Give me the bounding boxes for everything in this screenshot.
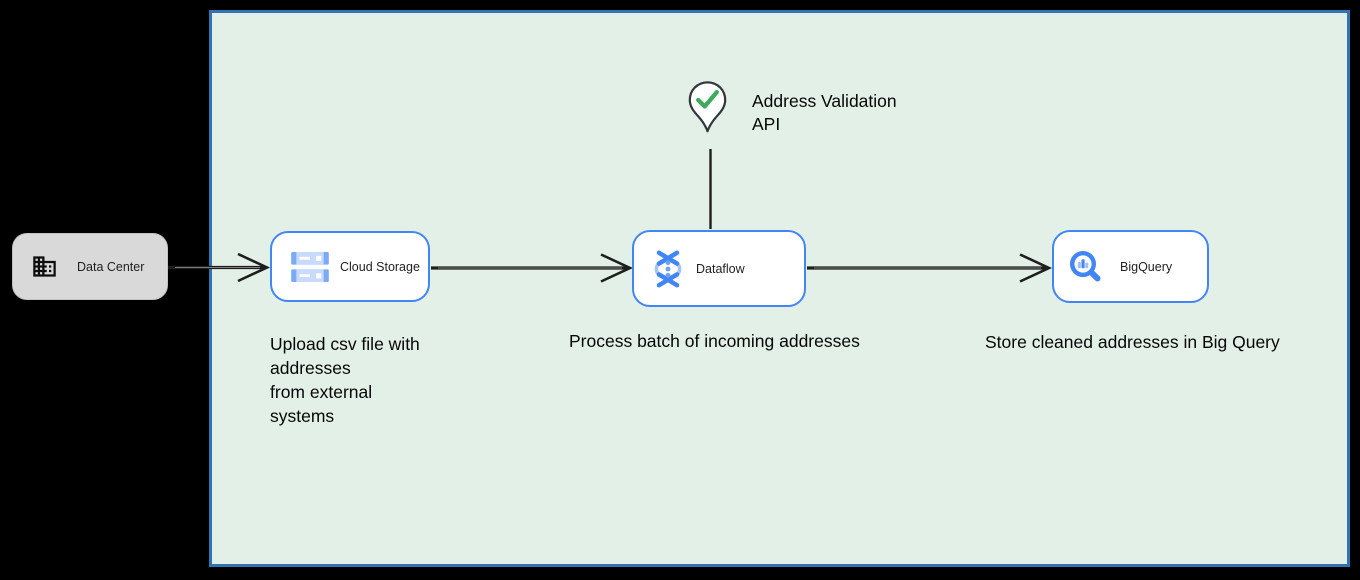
cloud-storage-icon <box>291 251 329 282</box>
node-label: BigQuery <box>1120 259 1173 274</box>
node-label: Cloud Storage <box>340 259 420 274</box>
node-dataflow[interactable]: Dataflow <box>632 230 806 307</box>
map-pin-check-icon[interactable] <box>687 80 728 134</box>
caption-upload-csv: Upload csv file with addresses from exte… <box>270 332 420 428</box>
caption-line: systems <box>270 406 335 426</box>
node-label: Data Center <box>77 259 145 274</box>
caption-line: Address Validation <box>752 91 897 111</box>
caption-store-cleaned: Store cleaned addresses in Big Query <box>985 332 1280 352</box>
caption-process-batch: Process batch of incoming addresses <box>569 331 860 351</box>
building-icon <box>33 256 56 277</box>
caption-line: from external <box>270 382 373 402</box>
caption-line: API <box>752 114 781 134</box>
caption-line: addresses <box>270 358 351 378</box>
check-icon <box>696 89 719 109</box>
node-bigquery[interactable]: BigQuery <box>1052 230 1209 303</box>
caption-address-validation-api: Address Validation API <box>752 90 897 136</box>
node-label: Dataflow <box>696 261 745 276</box>
node-data-center[interactable]: Data Center <box>12 233 168 300</box>
dataflow-icon <box>654 250 682 287</box>
bigquery-icon <box>1069 250 1101 281</box>
node-cloud-storage[interactable]: Cloud Storage <box>270 231 430 302</box>
caption-line: Upload csv file with <box>270 334 420 354</box>
